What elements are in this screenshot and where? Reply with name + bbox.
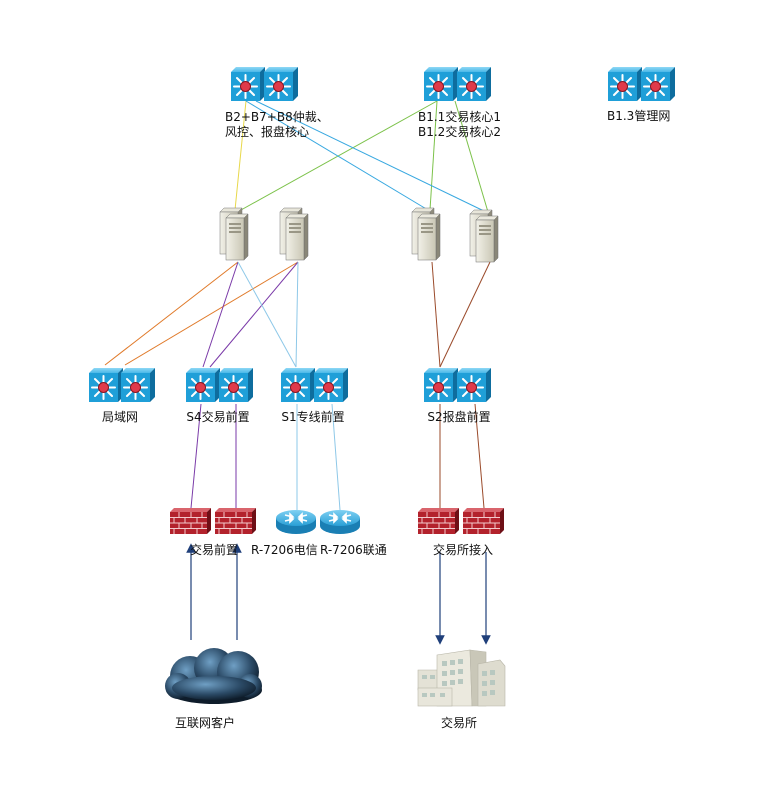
link-s1-rt2: [331, 403, 341, 511]
router-icon-telecom: [275, 509, 317, 535]
switch-icon: [640, 66, 676, 102]
firewall-icon-1: [169, 507, 212, 535]
core-b-label-line1: B1.1交易核心1: [418, 110, 501, 124]
core-a-label-line2: 风控、报盘核心: [225, 125, 310, 139]
link-srv2-s4: [209, 261, 299, 368]
switch-icon: [280, 367, 316, 403]
core-a-label: B2+B7+B8仲裁、 风控、报盘核心: [225, 110, 329, 140]
server-icon-2: [279, 207, 309, 261]
switch-icon: [456, 367, 492, 403]
link-core-b-srv3: [429, 100, 438, 211]
exchange-label: 交易所: [440, 716, 478, 730]
link-core-b-srv1: [240, 100, 438, 211]
router-telecom-label: R-7206电信: [251, 543, 318, 557]
lan-switch: [88, 367, 156, 403]
link-core-a-srv3: [245, 100, 429, 211]
switch-icon: [230, 66, 266, 102]
firewall-icon-2: [214, 507, 257, 535]
switch-icon: [263, 66, 299, 102]
s1-switch: [280, 367, 349, 403]
core-a-label-line1: B2+B7+B8仲裁、: [225, 110, 329, 124]
fw-exchange-label: 交易所接入: [432, 543, 494, 557]
s4-switch: [185, 367, 254, 403]
router-icon-unicom: [319, 509, 361, 535]
s2-label: S2报盘前置: [427, 410, 491, 424]
firewall-icon-4: [462, 507, 505, 535]
server-icon-1: [219, 207, 249, 261]
link-srv3-s2: [431, 261, 441, 368]
s1-label: S1专线前置: [281, 410, 345, 424]
links: [104, 100, 491, 511]
server-icon-4: [469, 209, 499, 263]
core-switch-b: [423, 66, 492, 102]
link-s4-fw1: [190, 403, 202, 509]
switch-icon: [607, 66, 643, 102]
firewall-icon-3: [417, 507, 460, 535]
link-s2-fw4: [474, 403, 485, 509]
switch-icon: [423, 367, 459, 403]
mgmt-switch: [607, 66, 676, 102]
core-b-label: B1.1交易核心1 B1.2交易核心2: [418, 110, 501, 140]
mgmt-label: B1.3管理网: [607, 109, 671, 123]
s2-switch: [423, 367, 492, 403]
link-core-a-srv1: [234, 100, 247, 211]
arrows: [186, 543, 491, 645]
link-srv1-s4: [202, 261, 239, 368]
internet-label: 互联网客户: [174, 716, 236, 730]
cloud-icon: [165, 648, 262, 704]
link-core-b-srv4: [454, 100, 489, 213]
switch-icon: [456, 66, 492, 102]
link-srv1-lan: [104, 261, 239, 366]
router-unicom-label: R-7206联通: [320, 543, 387, 557]
link-srv2-s1: [295, 261, 299, 368]
link-srv4-s2: [439, 261, 491, 368]
link-srv1-s1: [237, 261, 297, 368]
link-srv2-lan: [124, 261, 299, 366]
fw-trade-label: 交易前置: [189, 543, 239, 557]
switch-icon: [423, 66, 459, 102]
switch-icon: [313, 367, 349, 403]
core-switch-a: [230, 66, 299, 102]
building-icon: [417, 649, 506, 707]
link-core-a-srv4: [255, 100, 487, 213]
core-b-label-line2: B1.2交易核心2: [418, 125, 501, 139]
switch-icon: [88, 367, 124, 403]
switch-icon: [218, 367, 254, 403]
server-icon-3: [411, 207, 441, 261]
lan-label: 局域网: [101, 410, 139, 424]
switch-icon: [185, 367, 221, 403]
switch-icon: [120, 367, 156, 403]
s4-label: S4交易前置: [186, 410, 250, 424]
